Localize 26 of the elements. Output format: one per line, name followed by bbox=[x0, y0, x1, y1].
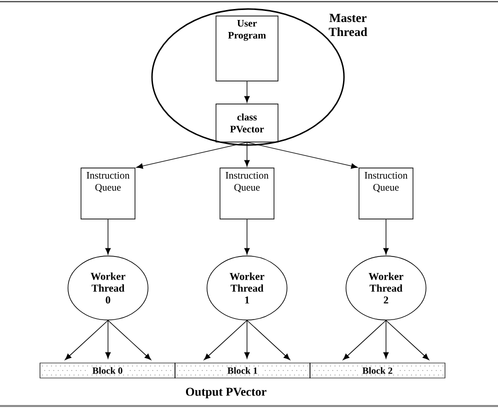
dotted-cell: Block 0 bbox=[40, 362, 176, 378]
arrow bbox=[342, 320, 386, 360]
queue-box: Instruction Queue bbox=[80, 168, 136, 220]
arrow bbox=[64, 320, 108, 360]
arrow bbox=[244, 142, 250, 167]
arrow bbox=[383, 219, 389, 255]
arrow bbox=[246, 142, 358, 169]
arrow bbox=[244, 81, 250, 103]
queue-box: Instruction Queue bbox=[220, 168, 274, 220]
arrow bbox=[105, 320, 111, 359]
arrow bbox=[244, 219, 250, 255]
dotted-cell: Block 1 bbox=[174, 362, 310, 378]
dotted-cell: Block 2 bbox=[310, 362, 446, 378]
arrow bbox=[383, 320, 389, 359]
queue-box: Instruction Queue bbox=[358, 168, 414, 220]
arrow bbox=[204, 320, 248, 360]
caption: Output PVector bbox=[186, 388, 266, 398]
arrow bbox=[244, 320, 250, 359]
arrow bbox=[246, 320, 290, 360]
process-box: class PVector bbox=[216, 104, 278, 142]
arrow bbox=[108, 320, 152, 360]
arrow bbox=[136, 142, 248, 169]
arrow bbox=[105, 219, 111, 255]
process-box: User Program bbox=[216, 16, 278, 82]
arrow bbox=[386, 320, 430, 360]
heading: Master Thread bbox=[328, 14, 368, 36]
